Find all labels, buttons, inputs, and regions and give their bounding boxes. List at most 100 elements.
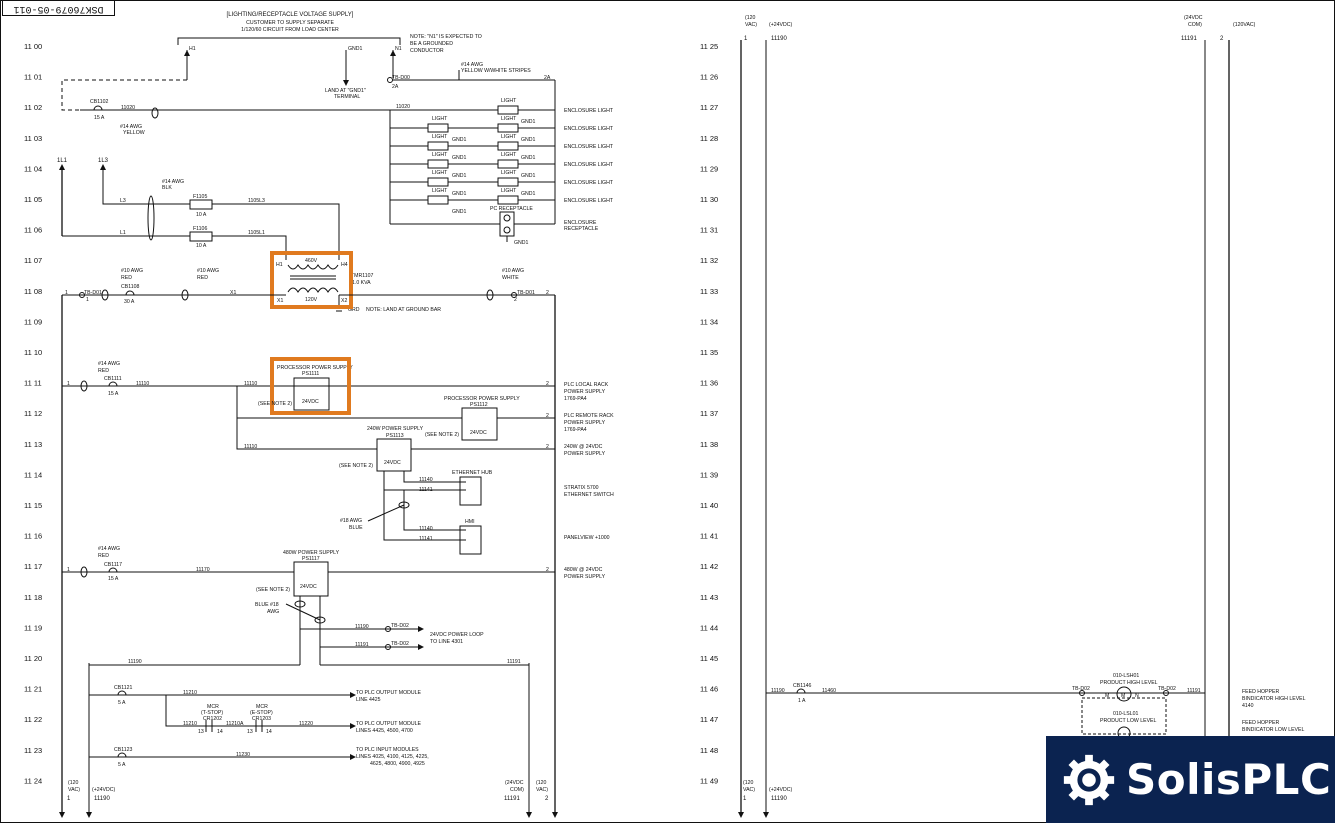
- wire-11191a: 11191: [355, 642, 369, 648]
- 1117-awg: #14 AWG: [98, 546, 120, 552]
- rung-number: 11 40: [700, 501, 718, 510]
- tmr-ground-note: NOTE: LAND AT GROUND BAR: [366, 307, 441, 313]
- rung-number: 11 20: [24, 654, 42, 663]
- rung-number: 11 33: [700, 287, 718, 296]
- cb1108-rating: 30 A: [124, 299, 135, 305]
- cb1117-label: CB1117: [104, 562, 122, 568]
- feed-high: BINDICATOR HIGH LEVEL: [1242, 696, 1306, 702]
- lines-in-2: 4625, 4800, 4900, 4925: [370, 761, 425, 767]
- wire-11190b: 11190: [128, 659, 142, 665]
- tb-d00-label: TB-D00: [392, 75, 410, 81]
- rung-number: 11 26: [700, 73, 718, 82]
- bl-11191: 11191: [504, 796, 520, 802]
- rung-number: 11 46: [700, 685, 718, 694]
- light-gnd: GND1: [521, 173, 536, 179]
- ps1117-24vdc: 24VDC: [300, 584, 317, 590]
- light-label: LIGHT: [501, 134, 517, 140]
- rung-1117-1: 1: [67, 567, 70, 573]
- tr-24vdc: (+24VDC): [769, 22, 792, 28]
- light-label: LIGHT: [432, 188, 448, 194]
- rung-1111-2: 2: [546, 381, 549, 387]
- light-gnd: GND1: [521, 119, 536, 125]
- rung-number: 11 24: [24, 776, 42, 785]
- ps240-desc-1: 240W @ 24VDC: [564, 444, 603, 450]
- line-4425: LINE 4425: [356, 697, 381, 703]
- awg10-right: #10 AWG: [502, 268, 524, 274]
- rung-1117-2: 2: [546, 567, 549, 573]
- hmi-label: HMI: [465, 519, 475, 525]
- n1-label: N1: [395, 46, 402, 52]
- rung-number: 11 25: [700, 42, 718, 51]
- rung-1111-1: 1: [67, 381, 70, 387]
- br-1: 1: [743, 796, 747, 802]
- awg10-left: #10 AWG: [121, 268, 143, 274]
- high-m: M: [1105, 693, 1109, 699]
- cb1121-rating: 5 A: [118, 700, 126, 706]
- tmr-h1: H1: [276, 262, 283, 268]
- tb-d01-left-1: 1: [86, 297, 89, 303]
- rung-number: 11 32: [700, 256, 718, 265]
- gnd1-label: GND1: [348, 46, 363, 52]
- rung-number: 11 22: [24, 715, 42, 724]
- cb1102-rating: 15 A: [94, 115, 105, 121]
- wire-11141: 11141: [419, 487, 433, 493]
- wire-11110: 11110: [136, 381, 149, 387]
- tmr-460v: 460V: [305, 258, 318, 264]
- tr-120vac: (120VAC): [1233, 22, 1256, 28]
- light-label: LIGHT: [501, 152, 517, 158]
- ps1113-note: (SEE NOTE 2): [339, 463, 373, 469]
- ps1112-24vdc: 24VDC: [470, 430, 487, 436]
- enc-recept-2: RECEPTACLE: [564, 226, 599, 232]
- 1111-red: RED: [98, 368, 109, 374]
- plc-remote-3: 1769-PA4: [564, 427, 587, 433]
- wire-11170: 11170: [196, 567, 210, 573]
- logo-text: SolisPLC: [1126, 755, 1332, 804]
- ps480-desc-2: POWER SUPPLY: [564, 574, 606, 580]
- br-24vdc: (+24VDC): [769, 787, 792, 793]
- c1-13: 13: [198, 729, 204, 735]
- cb1111-label: CB1111: [104, 376, 122, 382]
- tr-2: 2: [1220, 36, 1224, 42]
- plc-remote-2: POWER SUPPLY: [564, 420, 606, 426]
- ps1112-note: (SEE NOTE 2): [425, 432, 459, 438]
- tr-120: (120: [745, 15, 755, 21]
- bl-2: 2: [545, 796, 549, 802]
- stratix-1: STRATIX 5700: [564, 485, 599, 491]
- light-label: LIGHT: [432, 134, 448, 140]
- rung-number: 11 09: [24, 317, 42, 326]
- tmr-grd: GRD: [348, 307, 360, 313]
- terminal-note: TERMINAL: [334, 94, 360, 100]
- rung-number: 11 42: [700, 562, 718, 571]
- rung-number: 11 04: [24, 164, 42, 173]
- n1-note-c: CONDUCTOR: [410, 48, 444, 54]
- wire-11210a: 11210A: [226, 721, 244, 727]
- rung-1108-1: 1: [65, 290, 68, 296]
- rung-number: 11 34: [700, 317, 718, 326]
- ps1112-title: PROCESSOR POWER SUPPLY: [444, 396, 520, 402]
- tr-vac: VAC): [745, 22, 757, 28]
- tmr-kva: 1.0 KVA: [352, 280, 371, 286]
- tb-d02-r1: TB-D02: [1072, 686, 1090, 692]
- br-vac: VAC): [743, 787, 755, 793]
- ps1117-tag: PS1117: [302, 556, 320, 562]
- rung-1112-2: 2: [546, 413, 549, 419]
- br-11190: 11190: [771, 796, 787, 802]
- n-yellow-ws: YELLOW W/WHITE STRIPES: [461, 68, 531, 74]
- light-gnd: GND1: [521, 137, 536, 143]
- wire-1105l1: 1105L1: [248, 230, 265, 236]
- rung-number: 11 08: [24, 287, 42, 296]
- rung-number: 11 05: [24, 195, 42, 204]
- h1-label: H1: [189, 46, 196, 52]
- cb1102-label: CB1102: [90, 99, 108, 105]
- rung-number: 11 18: [24, 593, 42, 602]
- rung-1108-2: 2: [546, 290, 549, 296]
- rung-number: 11 14: [24, 470, 42, 479]
- rung-number: 11 49: [700, 776, 718, 785]
- highlight-transformer: [270, 251, 353, 309]
- wire-11141b: 11141: [419, 536, 433, 542]
- rung-number: 11 07: [24, 256, 42, 265]
- plc-local-2: POWER SUPPLY: [564, 389, 606, 395]
- wire-1105l3: 1105L3: [248, 198, 265, 204]
- enclosure-light-label: ENCLOSURE LIGHT: [564, 198, 614, 204]
